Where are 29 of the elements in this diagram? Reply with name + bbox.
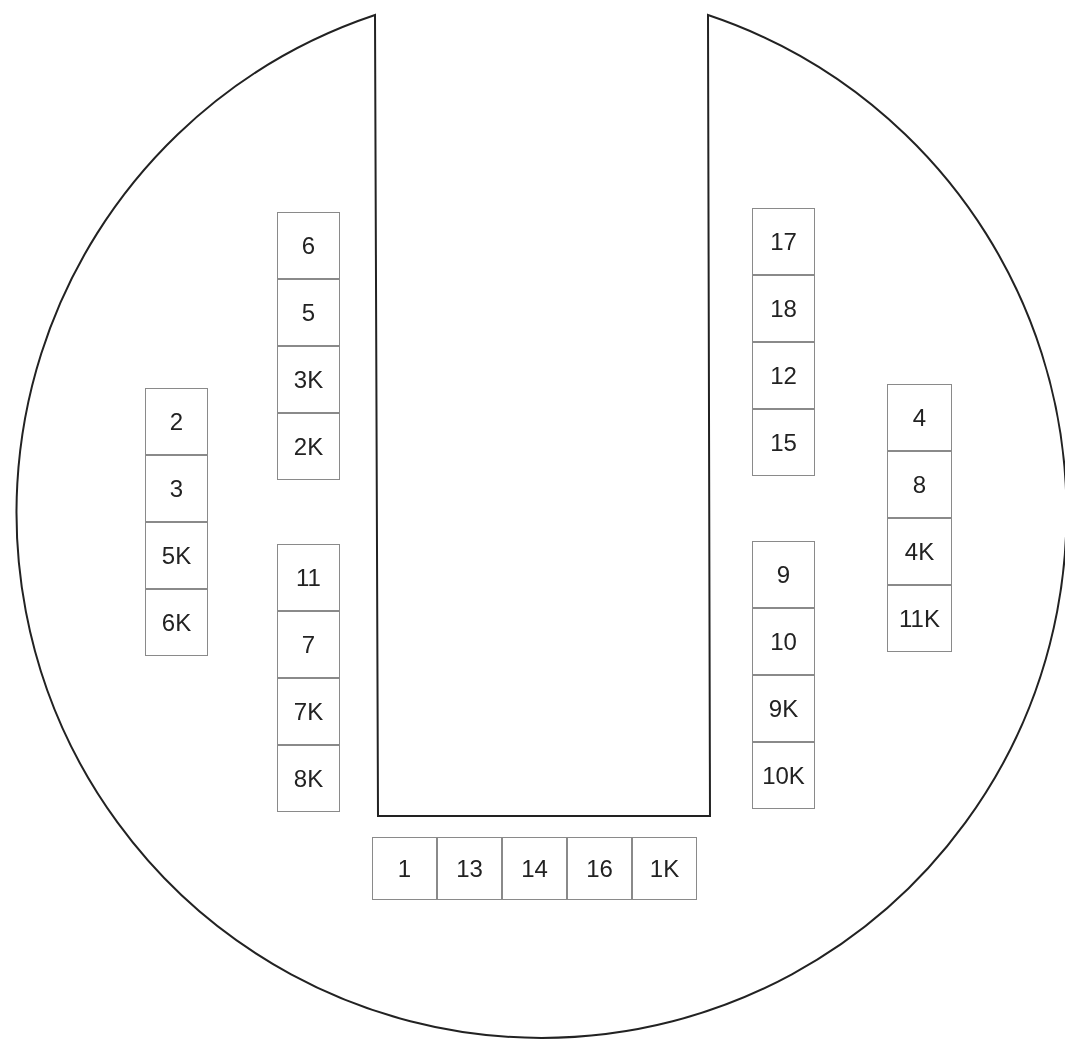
terminal-box: 6K <box>145 589 208 656</box>
terminal-box: 6 <box>277 212 340 279</box>
terminal-box: 17 <box>752 208 815 275</box>
terminal-box: 8K <box>277 745 340 812</box>
terminal-box: 9 <box>752 541 815 608</box>
terminal-box: 16 <box>567 837 632 900</box>
terminal-box: 13 <box>437 837 502 900</box>
terminal-box: 4K <box>887 518 952 585</box>
terminal-box: 5 <box>277 279 340 346</box>
terminal-box: 3K <box>277 346 340 413</box>
terminal-box: 4 <box>887 384 952 451</box>
terminal-box: 14 <box>502 837 567 900</box>
terminal-box: 1 <box>372 837 437 900</box>
terminal-box: 7K <box>277 678 340 745</box>
terminal-box: 11 <box>277 544 340 611</box>
terminal-box: 7 <box>277 611 340 678</box>
terminal-box: 10 <box>752 608 815 675</box>
terminal-box: 8 <box>887 451 952 518</box>
terminal-box: 2 <box>145 388 208 455</box>
terminal-box: 1K <box>632 837 697 900</box>
terminal-box: 18 <box>752 275 815 342</box>
terminal-box: 5K <box>145 522 208 589</box>
terminal-box: 3 <box>145 455 208 522</box>
terminal-box: 11K <box>887 585 952 652</box>
terminal-box: 10K <box>752 742 815 809</box>
terminal-box: 9K <box>752 675 815 742</box>
terminal-box: 15 <box>752 409 815 476</box>
terminal-box: 12 <box>752 342 815 409</box>
terminal-box: 2K <box>277 413 340 480</box>
